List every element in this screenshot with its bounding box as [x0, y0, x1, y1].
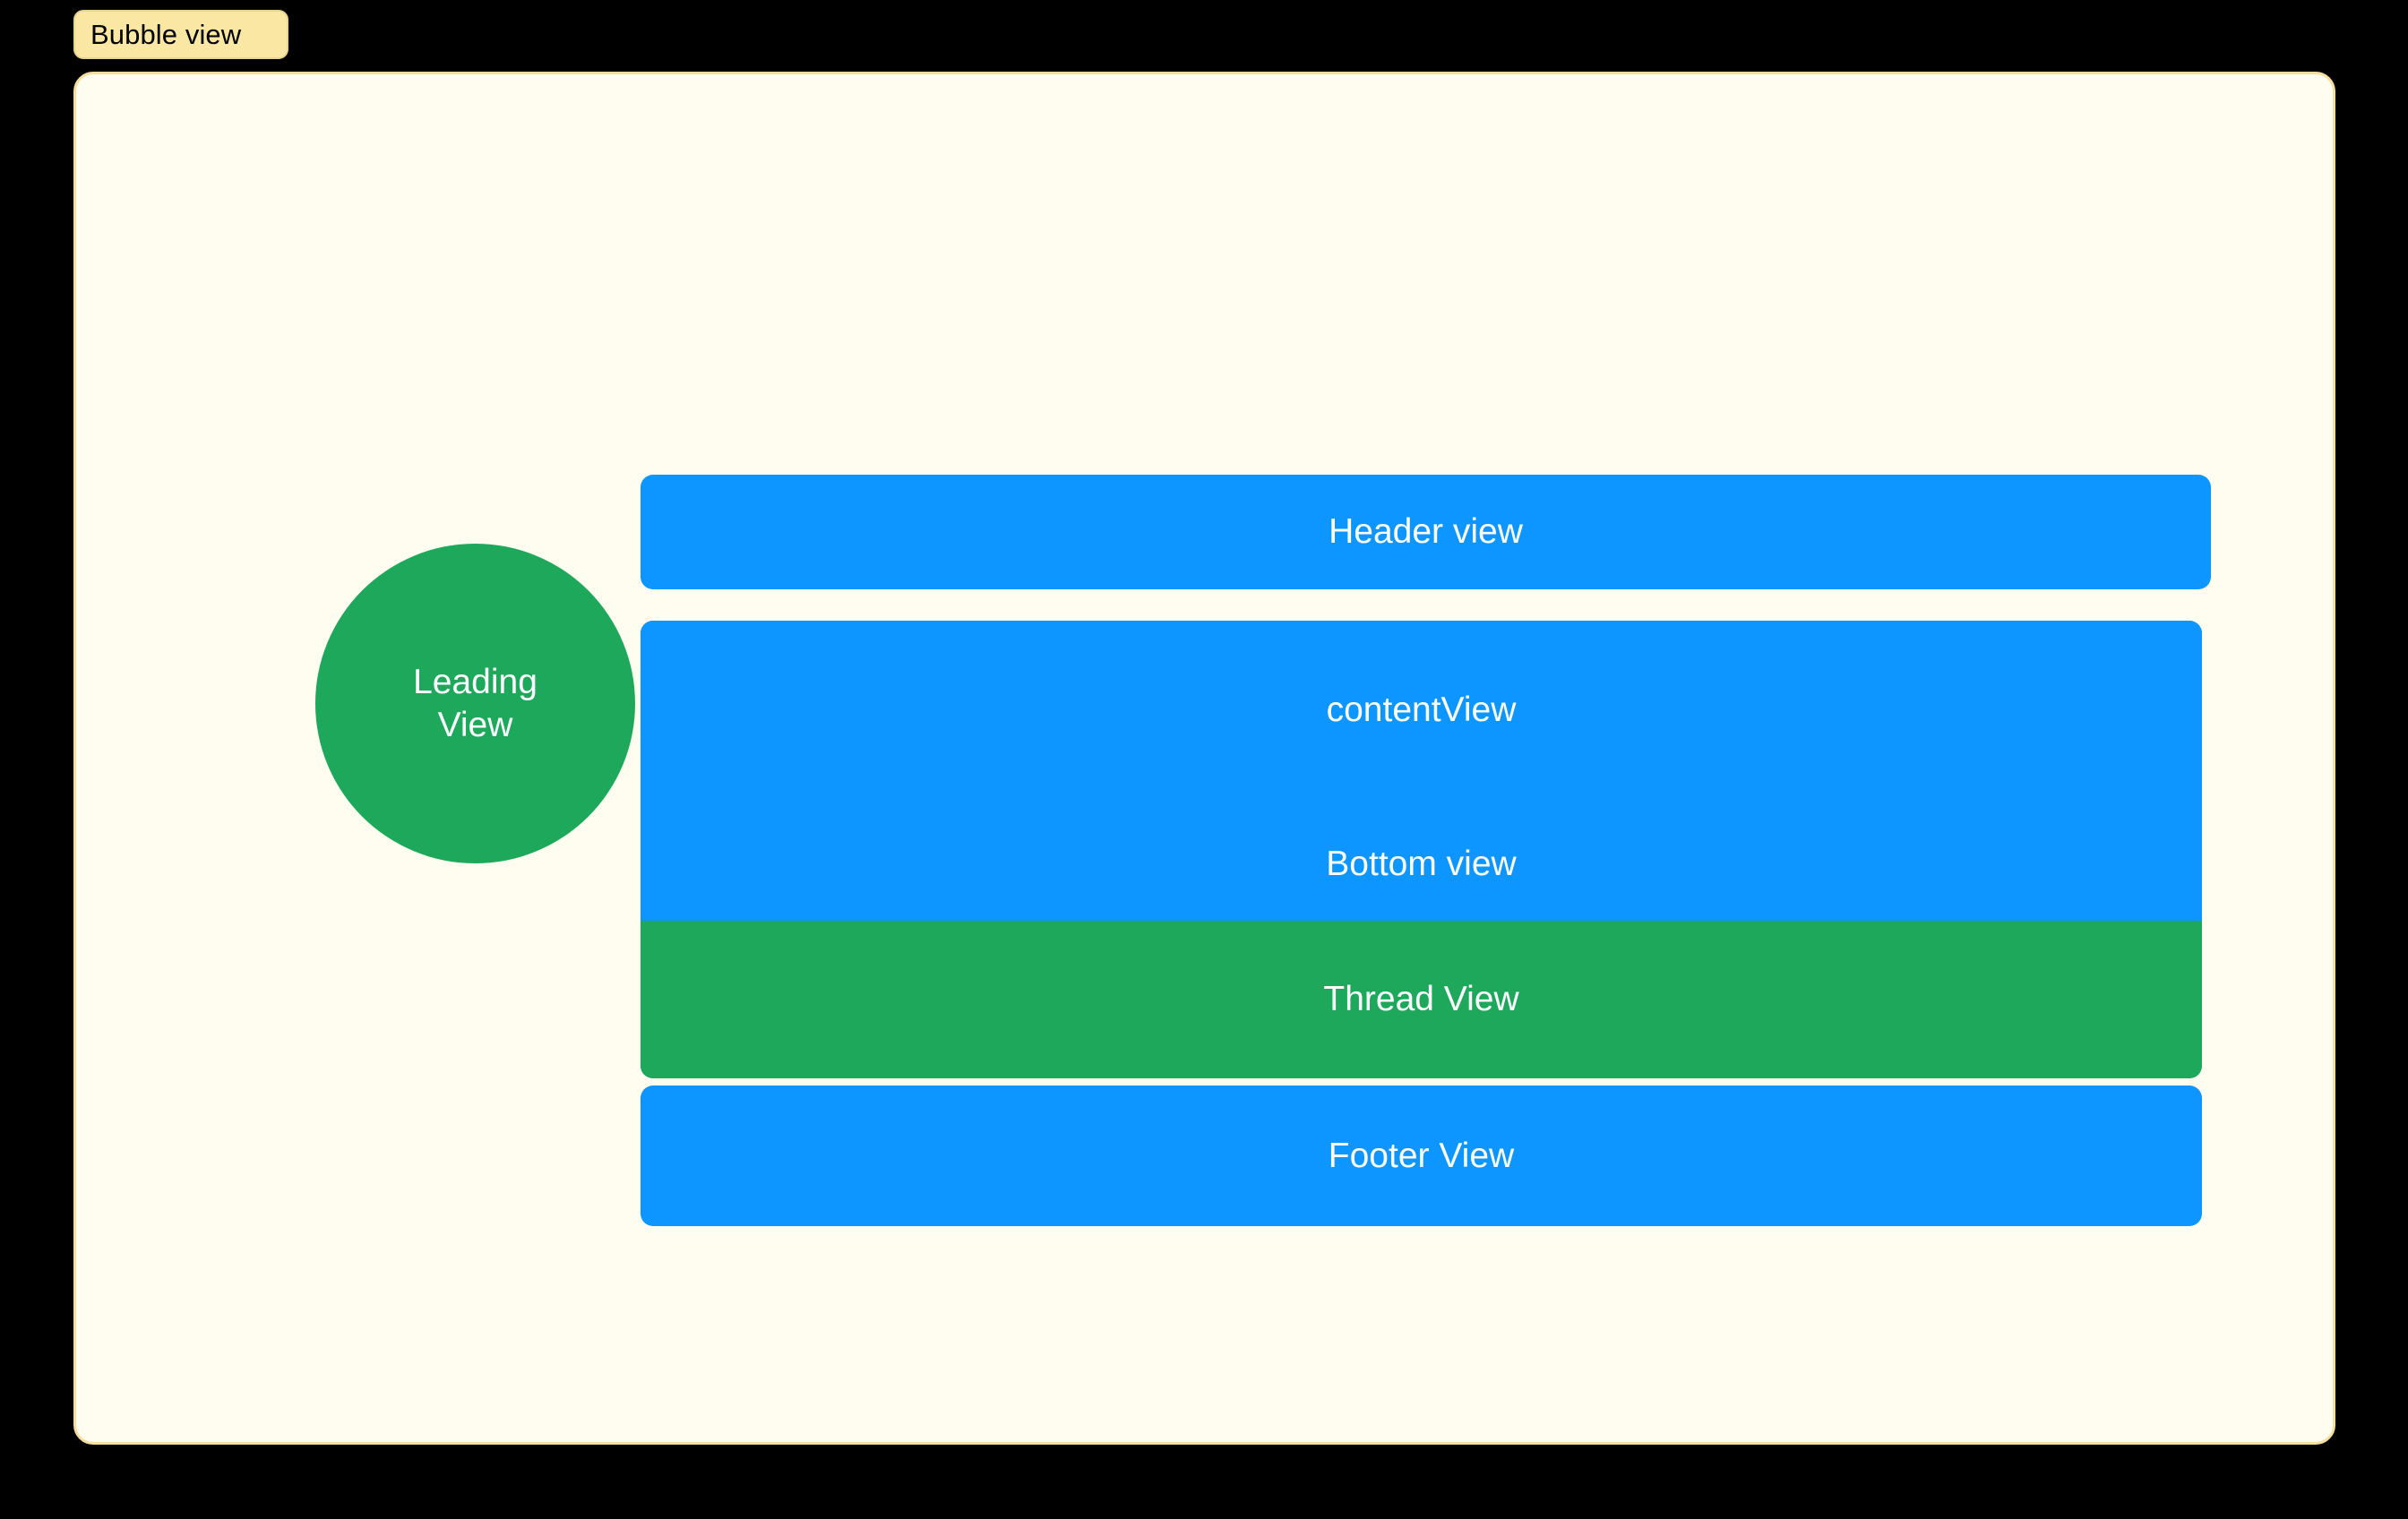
footer-view-bar[interactable]: Footer View — [641, 1086, 2202, 1226]
content-view-group: contentView Bottom view Thread View — [641, 621, 2202, 1078]
thread-view-bar[interactable]: Thread View — [641, 921, 2202, 1078]
content-view-bar[interactable]: contentView Bottom view — [641, 621, 2202, 921]
header-view-bar[interactable]: Header view — [641, 475, 2211, 589]
header-view-label: Header view — [1329, 512, 1523, 551]
bottom-view-label: Bottom view — [1326, 845, 1517, 883]
content-view-label: contentView — [1326, 691, 1517, 729]
view-stack: Header view contentView Bottom view Thre… — [641, 475, 2211, 1226]
footer-view-label: Footer View — [1328, 1136, 1515, 1175]
bubble-view-badge-label: Bubble view — [90, 18, 242, 50]
leading-view-circle[interactable]: Leading View — [315, 544, 635, 863]
thread-view-label: Thread View — [1323, 980, 1519, 1018]
leading-view-label-line1: Leading — [413, 662, 538, 701]
bubble-view-badge[interactable]: Bubble view — [73, 10, 288, 59]
bubble-view-container: Leading View Header view contentView Bot… — [73, 72, 2335, 1445]
leading-view-label-line2: View — [437, 705, 513, 744]
